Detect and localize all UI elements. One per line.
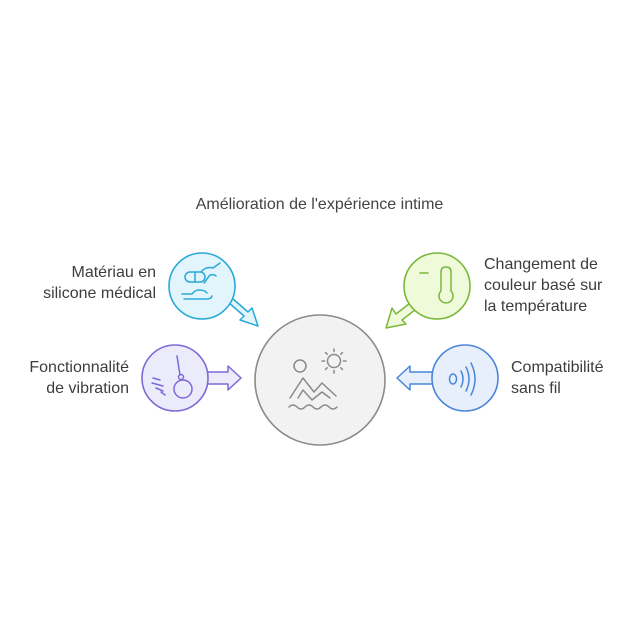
center-node: [254, 314, 386, 446]
label-vibration: Fonctionnalité de vibration: [29, 357, 129, 399]
arrow-icon: [227, 297, 259, 327]
label-line: Changement de: [484, 256, 598, 273]
label-line: de vibration: [46, 380, 129, 397]
label-line: couleur basé sur: [484, 277, 603, 294]
node-vibration: [141, 344, 242, 412]
label-line: la température: [484, 298, 588, 315]
label-line: sans fil: [511, 380, 561, 397]
hand-pill-icon: [181, 262, 221, 300]
label-wireless: Compatibilité sans fil: [511, 357, 603, 399]
thermometer-icon: [419, 266, 454, 304]
label-line: Compatibilité: [511, 359, 604, 376]
node-wireless: [396, 344, 499, 412]
label-line: Fonctionnalité: [29, 359, 129, 376]
label-temperature-color: Changement de couleur basé sur la tempér…: [484, 254, 602, 317]
beach-landscape-icon: [288, 348, 347, 410]
label-medical-silicone: Matériau en silicone médical: [43, 262, 156, 304]
label-line: Matériau en: [71, 264, 157, 281]
wireless-signal-icon: [448, 362, 476, 396]
node-medical-silicone: [168, 252, 259, 327]
node-temperature-color: [385, 252, 471, 329]
label-line: silicone médical: [43, 285, 156, 302]
pendulum-vibration-icon: [151, 355, 193, 399]
diagram-title: Amélioration de l'expérience intime: [195, 196, 444, 213]
